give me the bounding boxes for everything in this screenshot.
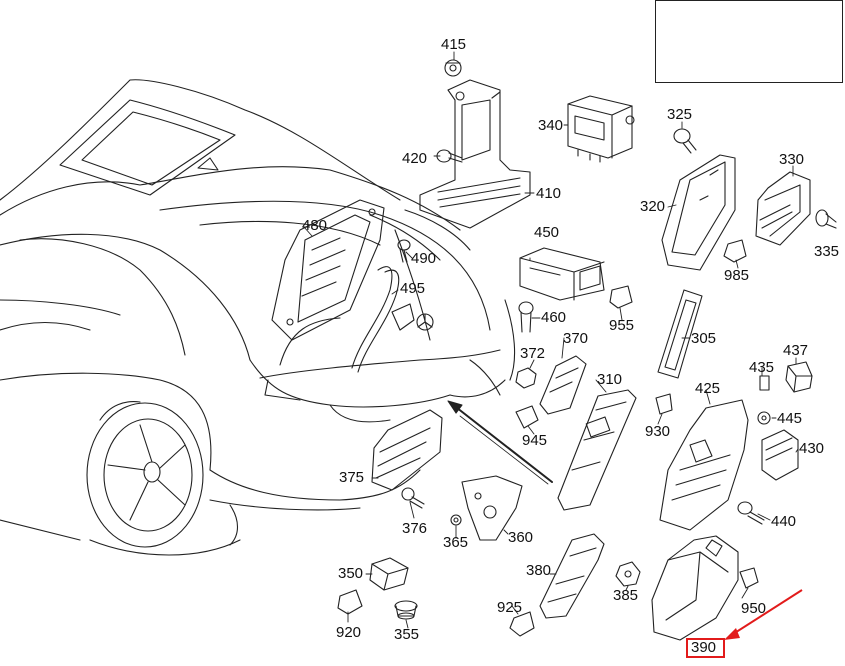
part-950 [739,567,759,589]
part-445 [757,411,771,425]
callout-410: 410 [536,185,562,202]
callout-925: 925 [497,599,523,616]
part-380 [539,533,605,619]
callout-430: 430 [799,440,825,457]
part-372 [515,367,537,389]
callout-440: 440 [771,513,797,530]
part-350 [369,557,409,591]
callout-335: 335 [814,243,840,260]
part-495 [351,266,415,373]
part-376 [401,487,425,509]
part-305 [657,289,703,379]
callout-350: 350 [338,565,364,582]
callout-372: 372 [520,345,546,362]
callout-325: 325 [667,106,693,123]
part-365 [450,514,462,526]
part-930 [655,393,673,415]
part-320 [661,154,736,271]
callout-445: 445 [777,410,803,427]
part-480 [271,199,385,341]
part-385 [615,561,641,587]
part-340 [567,95,635,163]
part-310 [557,389,637,511]
callout-415: 415 [441,36,467,53]
callout-360: 360 [508,529,534,546]
arrow-to-car [447,400,553,485]
callout-375: 375 [339,469,365,486]
part-925 [509,611,535,637]
part-985 [723,239,747,263]
callout-490: 490 [411,250,437,267]
part-420 [436,149,463,163]
part-335 [815,209,837,229]
callout-340: 340 [538,117,564,134]
part-440 [737,501,765,525]
callout-370: 370 [563,330,589,347]
part-435 [759,375,770,391]
part-437 [785,361,813,393]
part-390 [651,535,739,641]
callout-955: 955 [609,317,635,334]
callout-330: 330 [779,151,805,168]
callout-305: 305 [691,330,717,347]
part-360 [461,475,523,541]
callout-437: 437 [783,342,809,359]
callout-920: 920 [336,624,362,641]
part-330 [755,171,811,246]
part-460 [518,301,534,333]
callout-390: 390 [691,639,717,656]
callout-450: 450 [534,224,560,241]
part-410 [419,79,531,229]
callout-385: 385 [613,587,639,604]
callout-480: 480 [302,217,328,234]
part-375 [371,409,443,491]
part-425 [659,399,749,531]
callout-985: 985 [724,267,750,284]
leader-lines [303,51,799,629]
callout-930: 930 [645,423,671,440]
callout-365: 365 [443,534,469,551]
part-430 [761,429,799,481]
callout-380: 380 [526,562,552,579]
highlight-arrow [724,589,803,640]
callout-945: 945 [522,432,548,449]
callout-425: 425 [695,380,721,397]
car-body-outline [0,79,516,556]
part-955 [609,285,633,309]
part-920 [337,589,363,615]
callout-320: 320 [640,198,666,215]
part-325 [673,128,697,154]
part-490 [397,239,411,263]
callout-950: 950 [741,600,767,617]
part-370 [539,355,587,415]
callout-495: 495 [400,280,426,297]
part-945 [515,405,539,429]
callout-310: 310 [597,371,623,388]
overview-inset [655,0,843,83]
callout-376: 376 [402,520,428,537]
part-355 [394,600,418,620]
callout-435: 435 [749,359,775,376]
part-415 [444,59,462,77]
callout-355: 355 [394,626,420,643]
highlight-box-390 [686,638,725,658]
part-450 [519,247,605,301]
callout-460: 460 [541,309,567,326]
callout-420: 420 [402,150,428,167]
